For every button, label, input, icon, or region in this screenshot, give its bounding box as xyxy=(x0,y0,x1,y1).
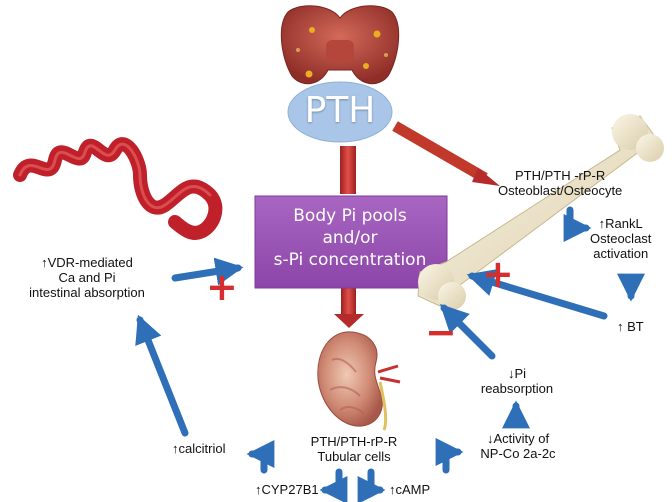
activity-line1: ↓Activity of xyxy=(486,431,550,446)
bone-receptor-line2: Osteoblast/Osteocyte xyxy=(498,183,623,198)
pi-reabsorption-label: ↓Pi reabsorption xyxy=(470,366,564,396)
reabsorption-line1: ↓Pi xyxy=(507,366,527,381)
reabsorption-line2: reabsorption xyxy=(480,381,554,396)
intestine-plus-sign: + xyxy=(206,265,238,309)
bone-icon xyxy=(417,114,664,310)
cyp27b1-label: ↑CYP27B1 xyxy=(255,482,319,497)
pth-oval xyxy=(287,81,393,143)
blue-arrows xyxy=(135,206,645,502)
pi-box-line3: s-Pi concentration xyxy=(273,250,427,270)
kidney-receptor-line2: Tubular cells xyxy=(317,449,391,464)
pi-box xyxy=(254,195,448,289)
intestine-label: ↑VDR-mediated Ca and Pi intestinal absor… xyxy=(2,255,172,300)
pi-box-text: Body Pi pools and/or s-Pi concentration xyxy=(255,205,445,271)
pi-box-line1: Body Pi pools xyxy=(293,206,407,226)
kidney-icon xyxy=(317,331,401,431)
bone-receptor-line1: PTH/PTH -rP-R xyxy=(515,168,606,183)
rankl-line2: Osteoclast xyxy=(590,231,652,246)
thyroid-gland-icon xyxy=(280,5,400,85)
rankl-line3: activation xyxy=(593,246,649,261)
kidney-receptor-line1: PTH/PTH-rP-R xyxy=(310,434,398,449)
np-co-activity-label: ↓Activity of NP-Co 2a-2c xyxy=(468,431,568,461)
camp-label: ↑cAMP xyxy=(389,482,431,497)
red-arrows xyxy=(334,121,500,328)
pth-label: PTH xyxy=(304,90,376,131)
rankl-line1: ↑RankL xyxy=(598,216,643,231)
bone-plus-sign: + xyxy=(482,252,514,296)
activity-line2: NP-Co 2a-2c xyxy=(480,446,556,461)
kidney-receptor-label: PTH/PTH-rP-R Tubular cells xyxy=(292,434,416,464)
pi-box-line2: and/or xyxy=(322,228,378,248)
bt-label: ↑ BT xyxy=(617,319,644,334)
intestine-line3: intestinal absorption xyxy=(29,285,145,300)
calcitriol-label: ↑calcitriol xyxy=(172,441,226,456)
intestine-line1: ↑VDR-mediated xyxy=(41,255,133,270)
kidney-minus-sign: − xyxy=(425,310,457,354)
intestine-icon xyxy=(13,137,223,240)
rankl-label: ↑RankL Osteoclast activation xyxy=(590,216,651,261)
bone-receptor-label: PTH/PTH -rP-R Osteoblast/Osteocyte xyxy=(498,168,622,198)
intestine-line2: Ca and Pi xyxy=(58,270,116,285)
